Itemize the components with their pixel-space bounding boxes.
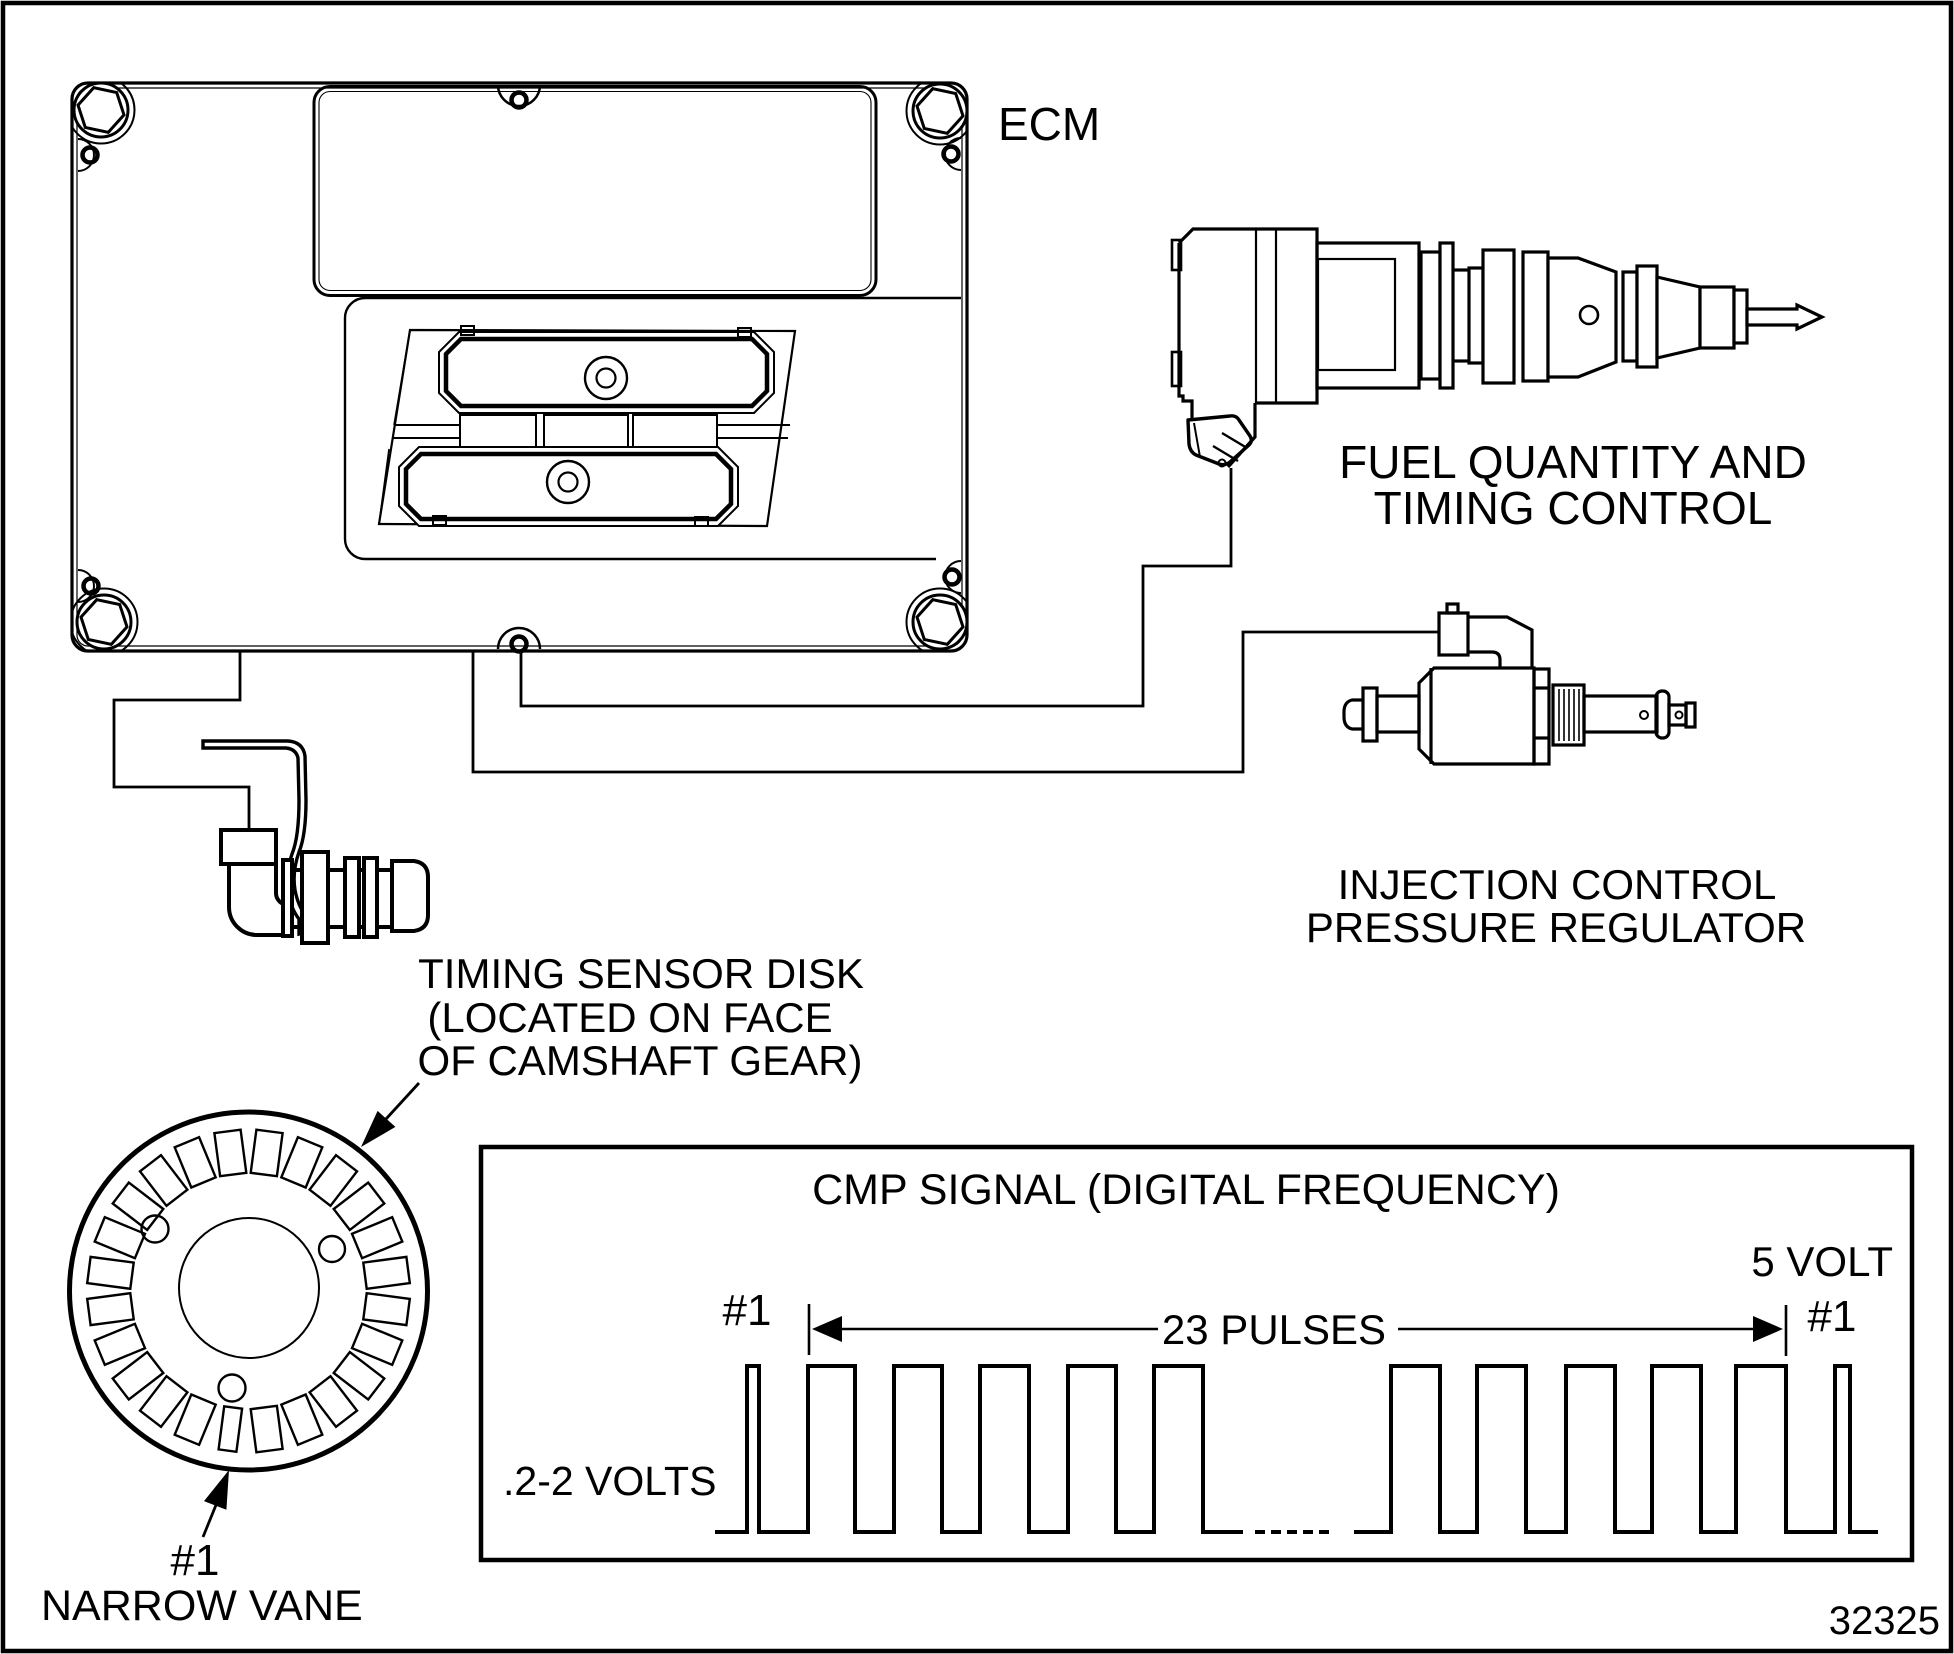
svg-text:5 VOLT: 5 VOLT: [1751, 1238, 1893, 1285]
svg-text:#1: #1: [1808, 1292, 1857, 1341]
svg-text:TIMING SENSOR DISK: TIMING SENSOR DISK: [418, 950, 864, 997]
svg-text:32325: 32325: [1829, 1599, 1940, 1643]
svg-text:#1: #1: [171, 1536, 220, 1585]
svg-text:TIMING CONTROL: TIMING CONTROL: [1374, 482, 1773, 534]
svg-text:23 PULSES: 23 PULSES: [1162, 1306, 1386, 1353]
svg-text:CMP SIGNAL (DIGITAL FREQUENCY): CMP SIGNAL (DIGITAL FREQUENCY): [812, 1166, 1560, 1214]
svg-text:OF CAMSHAFT GEAR): OF CAMSHAFT GEAR): [418, 1037, 863, 1084]
svg-text:PRESSURE REGULATOR: PRESSURE REGULATOR: [1306, 904, 1806, 951]
svg-text:NARROW VANE: NARROW VANE: [41, 1582, 363, 1630]
svg-text:#1: #1: [723, 1286, 772, 1335]
svg-text:.2-2 VOLTS: .2-2 VOLTS: [503, 1458, 716, 1504]
svg-text:ECM: ECM: [998, 98, 1100, 150]
svg-text:(LOCATED ON FACE: (LOCATED ON FACE: [427, 994, 832, 1041]
svg-text:INJECTION CONTROL: INJECTION CONTROL: [1338, 861, 1777, 908]
svg-text:FUEL QUANTITY AND: FUEL QUANTITY AND: [1339, 436, 1807, 488]
